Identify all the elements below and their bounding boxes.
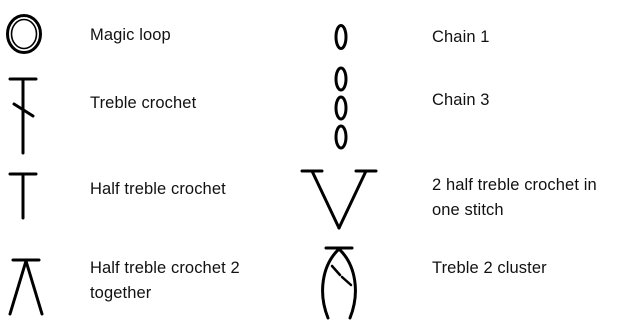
half-treble-crochet-icon: [8, 171, 38, 221]
htr2tog-icon: [4, 257, 48, 317]
treble-2-cluster-label: Treble 2 cluster: [432, 259, 547, 277]
2htr-in-one-stitch-label-line-1: 2 half treble crochet in: [432, 176, 597, 194]
magic-loop-icon: [4, 12, 44, 56]
half-treble-crochet-label: Half treble crochet: [90, 180, 226, 198]
htr2tog-label-line-2: together: [90, 284, 152, 302]
chain-3-icon: [331, 64, 351, 160]
chain-1-icon: [331, 17, 351, 57]
treble-2-cluster-icon: [314, 245, 364, 321]
htr2tog-label-line-1: Half treble crochet 2: [90, 259, 240, 277]
2htr-in-one-stitch-label-line-2: one stitch: [432, 201, 504, 219]
treble-crochet-label: Treble crochet: [90, 94, 197, 112]
chain-3-label: Chain 3: [432, 91, 490, 109]
2htr-in-one-stitch-icon: [298, 166, 380, 232]
treble-crochet-icon: [8, 76, 38, 156]
chain-1-label: Chain 1: [432, 28, 490, 46]
magic-loop-label: Magic loop: [90, 26, 171, 44]
